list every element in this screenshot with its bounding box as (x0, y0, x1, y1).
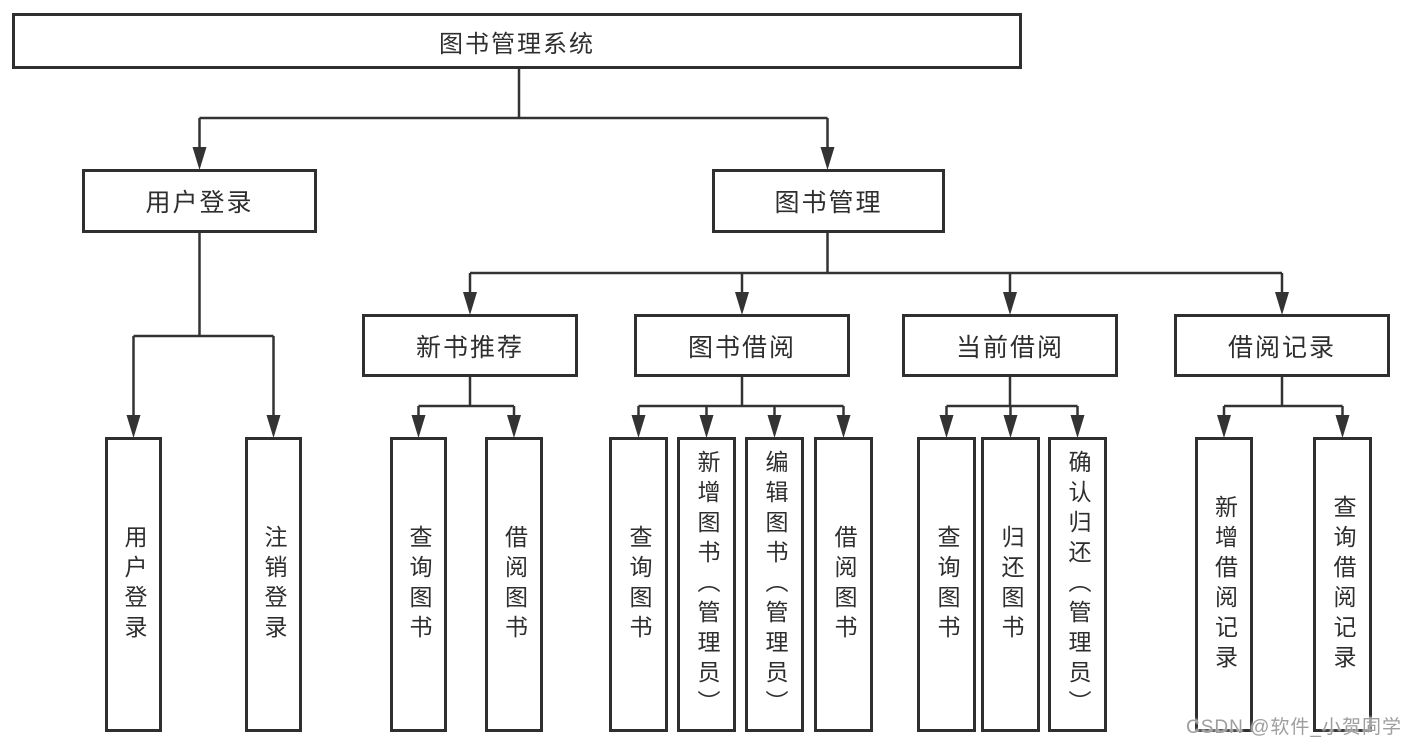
leaf-label: 查询图书 (626, 524, 652, 645)
connector-spines (132, 69, 1344, 419)
node-label: 新书推荐 (415, 333, 524, 362)
node-borrow-record: 借阅记录 (1174, 314, 1390, 377)
leaf-label: 用户登录 (121, 524, 147, 645)
leaf-edit-book-admin: 编辑图书（管理员） (745, 437, 804, 732)
node-current-borrow: 当前借阅 (902, 314, 1118, 377)
leaf-add-book-admin: 新增图书（管理员） (677, 437, 736, 732)
leaf-label: 新增图书（管理员） (694, 449, 720, 720)
leaf-label: 查询图书 (934, 524, 960, 645)
csdn-watermark: CSDN @软件_小贺同学 (1186, 717, 1402, 738)
node-label: 当前借阅 (955, 333, 1064, 362)
node-label: 用户登录 (145, 189, 254, 217)
node-book-borrow: 图书借阅 (634, 314, 850, 377)
arrowheads (126, 147, 1350, 438)
node-book-management: 图书管理 (712, 169, 945, 233)
leaf-label: 查询借阅记录 (1330, 494, 1356, 675)
leaf-search-book-2: 查询图书 (609, 437, 668, 732)
leaf-confirm-return-admin: 确认归还（管理员） (1048, 437, 1107, 732)
leaf-search-book-1: 查询图书 (390, 437, 447, 732)
node-label: 图书借阅 (687, 333, 796, 362)
node-new-book-recommend: 新书推荐 (362, 314, 578, 377)
leaf-label: 编辑图书（管理员） (762, 449, 788, 720)
leaf-search-borrow-record: 查询借阅记录 (1313, 437, 1372, 732)
node-user-login: 用户登录 (82, 169, 317, 233)
leaf-borrow-book-2: 借阅图书 (814, 437, 873, 732)
leaf-label: 新增借阅记录 (1211, 494, 1238, 675)
leaf-label: 借阅图书 (501, 524, 528, 645)
leaf-label: 归还图书 (998, 524, 1024, 645)
leaf-label: 借阅图书 (831, 524, 857, 645)
node-label: 图书管理系统 (439, 30, 595, 58)
node-library-management-system: 图书管理系统 (12, 13, 1022, 69)
leaf-borrow-book-1: 借阅图书 (485, 437, 543, 732)
leaf-label: 注销登录 (261, 524, 287, 645)
leaf-search-book-3: 查询图书 (917, 437, 976, 732)
leaf-add-borrow-record: 新增借阅记录 (1195, 437, 1253, 732)
node-label: 借阅记录 (1227, 333, 1336, 362)
node-label: 图书管理 (774, 189, 883, 217)
leaf-user-login: 用户登录 (105, 437, 162, 732)
leaf-return-book: 归还图书 (981, 437, 1040, 732)
leaf-label: 确认归还（管理员） (1065, 449, 1091, 720)
leaf-label: 查询图书 (406, 524, 432, 645)
leaf-logout: 注销登录 (245, 437, 302, 732)
